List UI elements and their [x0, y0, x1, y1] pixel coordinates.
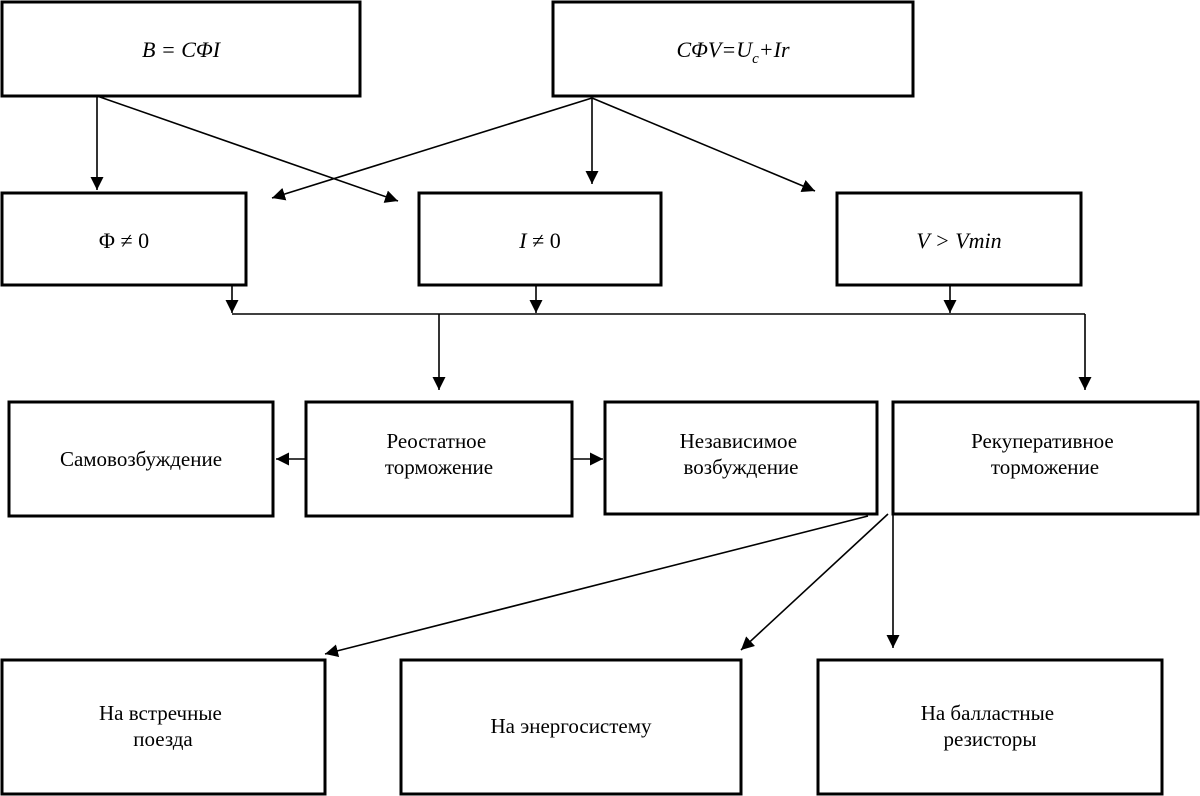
node-formula-b: B = CΦI [0, 0, 362, 98]
phi-ne-0-label: Φ ≠ 0 [99, 228, 149, 253]
v-gt-vmin-label: V > Vmin [916, 228, 1001, 253]
node-phi-ne-0: Φ ≠ 0 [0, 191, 248, 287]
edge-regen-to-grid [740, 513, 889, 651]
node-ballast-resistors: На балластные резисторы [816, 658, 1164, 796]
ballast-resistors-label: На балластные резисторы [921, 701, 1060, 751]
regenerative-braking-label: Рекуперативное торможение [971, 429, 1119, 479]
formula-cfv-label: CΦV=Uc+Ir [677, 37, 790, 67]
i-ne-0-label: I ≠ 0 [518, 228, 560, 253]
node-i-ne-0: I ≠ 0 [417, 191, 663, 287]
node-self-excitation: Самовозбуждение [7, 400, 275, 518]
node-independent-excitation: Независимое возбуждение [603, 400, 879, 516]
node-regenerative-braking: Рекуперативное торможение [891, 400, 1200, 516]
edge-cfv-to-v [591, 97, 816, 192]
edge-b-to-i [96, 95, 399, 203]
oncoming-trains-label: На встречные поезда [99, 701, 227, 751]
node-v-gt-vmin: V > Vmin [835, 191, 1083, 287]
node-power-grid: На энергосистему [399, 658, 743, 796]
node-formula-cfv: CΦV=Uc+Ir [551, 0, 915, 98]
independent-excitation-label: Независимое возбуждение [680, 429, 803, 479]
edge-regen-to-oncoming [324, 515, 869, 658]
edge-cfv-to-phi [271, 97, 593, 201]
self-excitation-label: Самовозбуждение [60, 447, 222, 471]
formula-b-label: B = CΦI [142, 37, 222, 62]
node-oncoming-trains: На встречные поезда [0, 658, 327, 796]
node-rheostatic-braking: Реостатное торможение [304, 400, 574, 518]
power-grid-label: На энергосистему [490, 714, 652, 738]
rheostatic-braking-label: Реостатное торможение [385, 429, 493, 479]
